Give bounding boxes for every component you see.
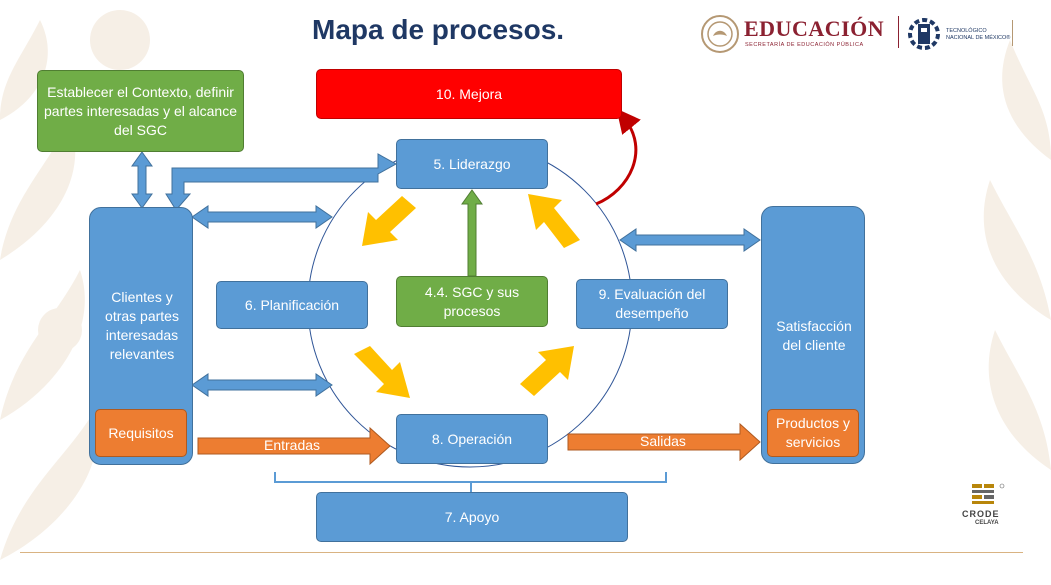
clientes-box: Clientes y otras partes interesadas rele…: [89, 207, 193, 465]
sgc-liderazgo-arrow: [461, 189, 483, 277]
satisfaccion-arrow: [619, 228, 761, 252]
crode-logo-icon: [972, 483, 1005, 504]
salidas-label: Salidas: [640, 433, 686, 449]
educacion-text: EDUCACIÓN: [744, 16, 885, 41]
mejora-box: 10. Mejora: [316, 69, 622, 119]
operacion-box: 8. Operación: [396, 414, 548, 464]
footer-divider: [20, 552, 1023, 553]
productos-box: Productos y servicios: [767, 409, 859, 457]
logo-divider-2: [1012, 20, 1013, 46]
liderazgo-box: 5. Liderazgo: [396, 139, 548, 189]
entradas-arrow: [197, 426, 391, 466]
crode-text: CRODE: [962, 509, 1000, 519]
tecnm-logo-icon: [908, 18, 940, 50]
clientes-liderazgo-arrow: [165, 153, 398, 211]
contexto-box: Establecer el Contexto, definir partes i…: [37, 70, 244, 152]
contexto-clientes-arrow: [131, 151, 153, 209]
mejora-curved-arrow: [595, 108, 641, 206]
crode-subtitle: CELAYA: [975, 520, 999, 526]
satisfaccion-box: Satisfacción del cliente Productos y ser…: [761, 206, 865, 464]
educacion-subtitle: SECRETARÍA DE EDUCACIÓN PÚBLICA: [745, 42, 864, 48]
sgc-box: 4.4. SGC y sus procesos: [396, 276, 548, 327]
salidas-arrow: [567, 422, 761, 462]
cycle-arrow-bottom-right: [520, 346, 574, 396]
planificacion-box: 6. Planificación: [216, 281, 368, 329]
entradas-label: Entradas: [264, 437, 321, 453]
page-title: Mapa de procesos.: [312, 14, 565, 45]
requisitos-box: Requisitos: [95, 409, 187, 457]
apoyo-bracket: [274, 472, 667, 483]
cycle-arrow-top-left: [362, 196, 416, 246]
clientes-upper-arrow: [191, 205, 333, 229]
cycle-arrow-bottom-left: [354, 346, 410, 398]
cycle-arrow-top-right: [528, 194, 580, 248]
evaluacion-box: 9. Evaluación del desempeño: [576, 279, 728, 329]
apoyo-box: 7. Apoyo: [316, 492, 628, 542]
educacion-logo: EDUCACIÓN SECRETARÍA DE EDUCACIÓN PÚBLIC…: [700, 14, 890, 56]
clientes-lower-arrow: [191, 373, 333, 397]
clientes-label: Clientes y otras partes interesadas rele…: [105, 289, 179, 362]
seal-icon: [701, 15, 739, 53]
logo-divider: [898, 16, 899, 48]
tecnm-text: TECNOLÓGICO NACIONAL DE MÉXICO®: [946, 28, 1011, 41]
satisfaccion-label: Satisfacción del cliente: [776, 318, 852, 353]
